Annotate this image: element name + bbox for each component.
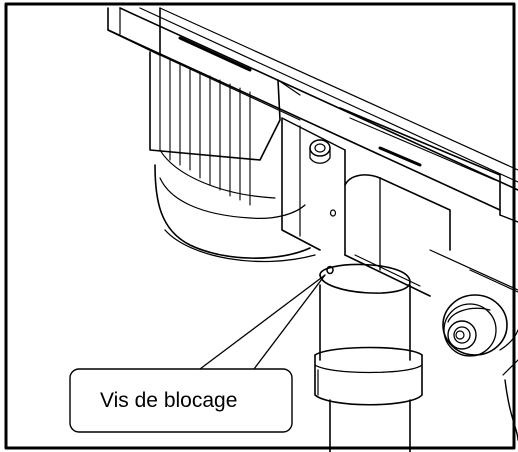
frame-border	[4, 2, 516, 450]
motor-housing	[107, 7, 316, 263]
callout-leader	[199, 274, 326, 370]
callout-label: Vis de blocage	[70, 369, 292, 432]
column	[314, 263, 423, 452]
table-plate	[107, 7, 518, 293]
hex-nut	[309, 139, 331, 164]
column-bracket	[281, 117, 451, 297]
callout-text: Vis de blocage	[100, 388, 238, 412]
callout-box	[69, 368, 293, 433]
cooling-fins	[159, 54, 251, 206]
handle-knob	[442, 294, 518, 441]
